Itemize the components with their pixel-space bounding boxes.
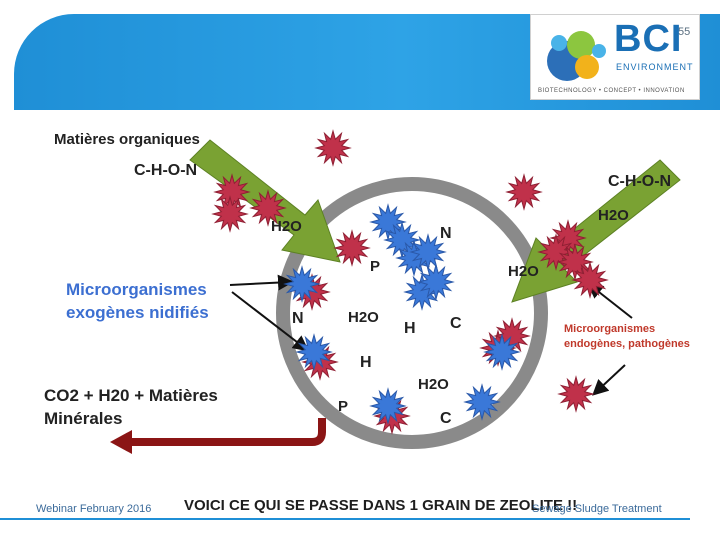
blue-microorganism-icon xyxy=(483,333,521,371)
logo-text: BCI xyxy=(614,18,683,60)
label-h2o-right-arrow: H2O xyxy=(508,263,539,280)
label-chon-right: C-H-O-N xyxy=(608,173,672,190)
label-p-top: P xyxy=(370,258,381,275)
label-microorg-endo-2: endogènes, pathogènes xyxy=(564,338,690,350)
bci-logo xyxy=(530,14,700,100)
output-arrow xyxy=(130,418,326,446)
label-h2o-left: H2O xyxy=(271,218,302,235)
label-h2o-bottom: H2O xyxy=(418,376,449,393)
blue-microorganism-icon xyxy=(369,387,407,425)
label-chon-left: C-H-O-N xyxy=(134,162,198,179)
output-arrow-head xyxy=(110,430,132,454)
footer-right: Sewage Sludge Treatment xyxy=(532,503,662,515)
label-n-left: N xyxy=(292,310,304,327)
red-microorganism-icon xyxy=(537,233,575,271)
red-microorganism-icon xyxy=(314,129,352,167)
label-h-center: H xyxy=(404,320,416,337)
label-c-bottom: C xyxy=(440,410,452,427)
footer-line xyxy=(0,518,690,520)
label-n-top: N xyxy=(440,225,452,242)
label-h2o-right-top: H2O xyxy=(598,207,629,224)
logo-tagline: BIOTECHNOLOGY • CONCEPT • INNOVATION xyxy=(538,88,685,94)
blue-microorganism-icon xyxy=(283,265,321,303)
red-microorganism-icon xyxy=(249,189,287,227)
blue-microorganism-icon xyxy=(463,383,501,421)
red-microorganism-icon xyxy=(333,229,371,267)
label-output-1: CO2 + H20 + Matières xyxy=(44,386,218,405)
red-microorganism-icon xyxy=(211,195,249,233)
red-microorganism-icon xyxy=(571,261,609,299)
label-output-2: Minérales xyxy=(44,409,123,428)
slide-number: 55 xyxy=(678,26,691,38)
diagram-caption: VOICI CE QUI SE PASSE DANS 1 GRAIN DE ZE… xyxy=(184,497,578,514)
label-microorg-exo-1: Microorganismes xyxy=(66,280,207,299)
label-h-lower: H xyxy=(360,354,372,371)
blue-microorganism-icon xyxy=(295,333,333,371)
red-microorganism-icon xyxy=(557,375,595,413)
logo-mark-icon xyxy=(547,31,606,81)
blue-microorganism-icon xyxy=(417,263,455,301)
footer-left: Webinar February 2016 xyxy=(36,503,152,515)
pointer-arrow-exo-2 xyxy=(231,291,310,352)
label-microorg-endo-1: Microorganismes xyxy=(564,323,656,335)
red-microorganism-icon xyxy=(505,173,543,211)
pointer-arrow-exo-1 xyxy=(229,274,294,291)
logo-subtext: ENVIRONMENT xyxy=(616,62,694,72)
label-p-bottom: P xyxy=(338,398,349,415)
label-h2o-center: H2O xyxy=(348,309,379,326)
label-c-center: C xyxy=(450,315,462,332)
label-matieres-organiques: Matières organiques xyxy=(54,131,200,148)
label-microorg-exo-2: exogènes nidifiés xyxy=(66,303,209,322)
pointer-arrow-endo-2 xyxy=(592,364,626,396)
